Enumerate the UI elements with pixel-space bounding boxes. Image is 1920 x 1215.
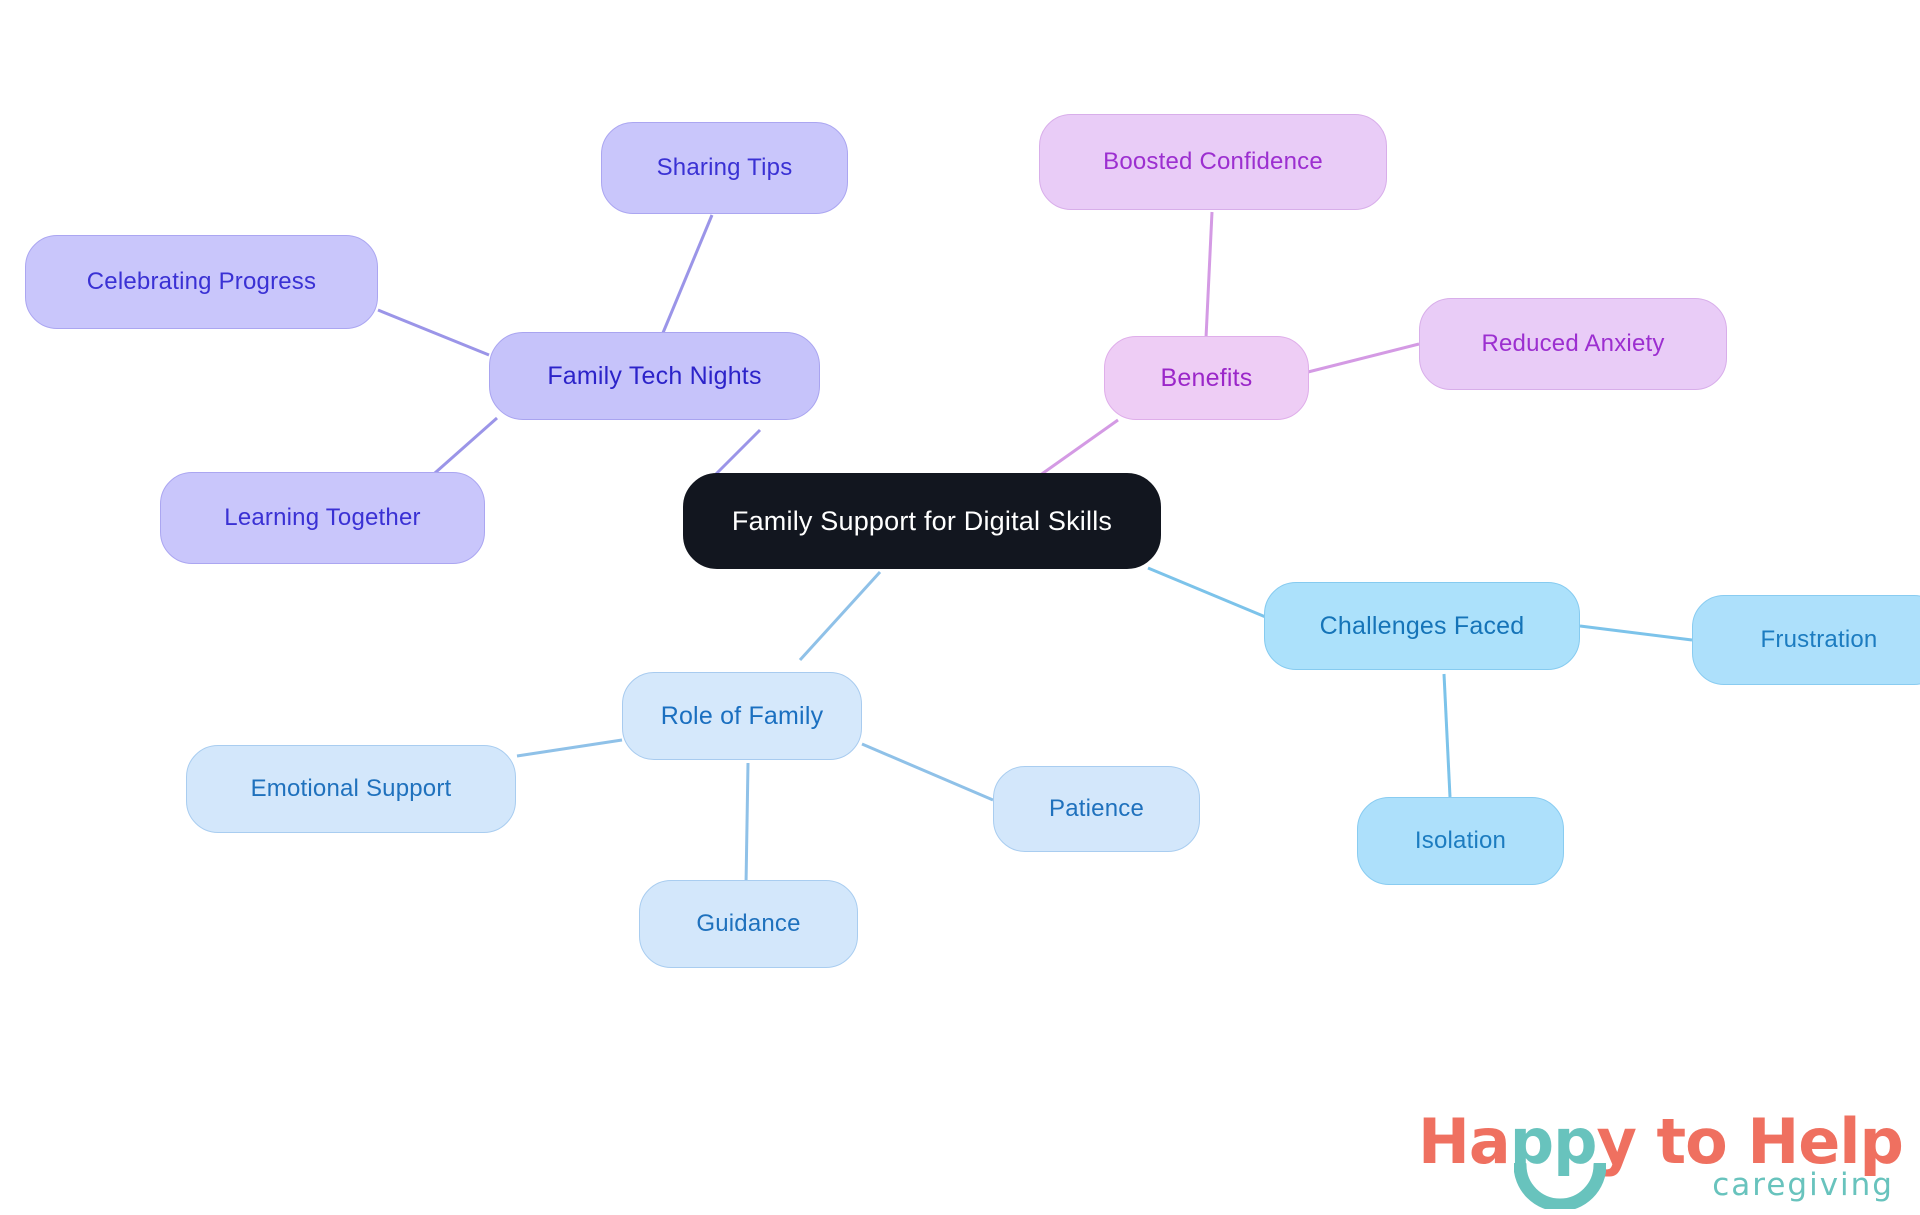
node-family-tech-nights[interactable]: Family Tech Nights (489, 332, 820, 420)
edge-family-tech-nights-celebrating-progress (377, 308, 490, 357)
node-role-of-family[interactable]: Role of Family (622, 672, 862, 760)
smile-icon (1514, 1163, 1606, 1209)
node-isolation[interactable]: Isolation (1357, 797, 1564, 885)
node-boosted-confidence[interactable]: Boosted Confidence (1039, 114, 1387, 210)
logo-tagline: caregiving (1712, 1167, 1894, 1203)
node-guidance[interactable]: Guidance (639, 880, 858, 968)
edge-family-tech-nights-sharing-tips (658, 214, 714, 341)
happy-to-help-logo: Happy to Help caregiving (1418, 1105, 1904, 1209)
edge-root-challenges-faced (1147, 566, 1269, 620)
node-sharing-tips[interactable]: Sharing Tips (601, 122, 848, 214)
node-benefits[interactable]: Benefits (1104, 336, 1309, 420)
node-celebrating-progress[interactable]: Celebrating Progress (25, 235, 378, 329)
edge-benefits-boosted-confidence (1204, 211, 1214, 339)
edge-challenges-faced-isolation (1442, 673, 1452, 798)
node-challenges-faced[interactable]: Challenges Faced (1264, 582, 1580, 670)
node-reduced-anxiety[interactable]: Reduced Anxiety (1419, 298, 1727, 390)
node-frustration[interactable]: Frustration (1692, 595, 1920, 685)
node-patience[interactable]: Patience (993, 766, 1200, 852)
logo-wordmark: Happy to Help (1418, 1105, 1904, 1178)
edge-challenges-faced-frustration (1579, 624, 1693, 642)
logo-rest: y to Help (1596, 1105, 1904, 1178)
logo-ha: Ha (1418, 1105, 1511, 1178)
edge-role-of-family-guidance (744, 762, 750, 886)
node-emotional-support[interactable]: Emotional Support (186, 745, 516, 833)
node-root[interactable]: Family Support for Digital Skills (683, 473, 1161, 569)
edge-benefits-reduced-anxiety (1307, 342, 1420, 374)
edge-role-of-family-patience (861, 742, 994, 802)
edge-root-role-of-family (798, 570, 882, 662)
node-learning-together[interactable]: Learning Together (160, 472, 485, 564)
edge-role-of-family-emotional-support (516, 738, 623, 758)
edge-family-tech-nights-learning-together (426, 416, 498, 482)
